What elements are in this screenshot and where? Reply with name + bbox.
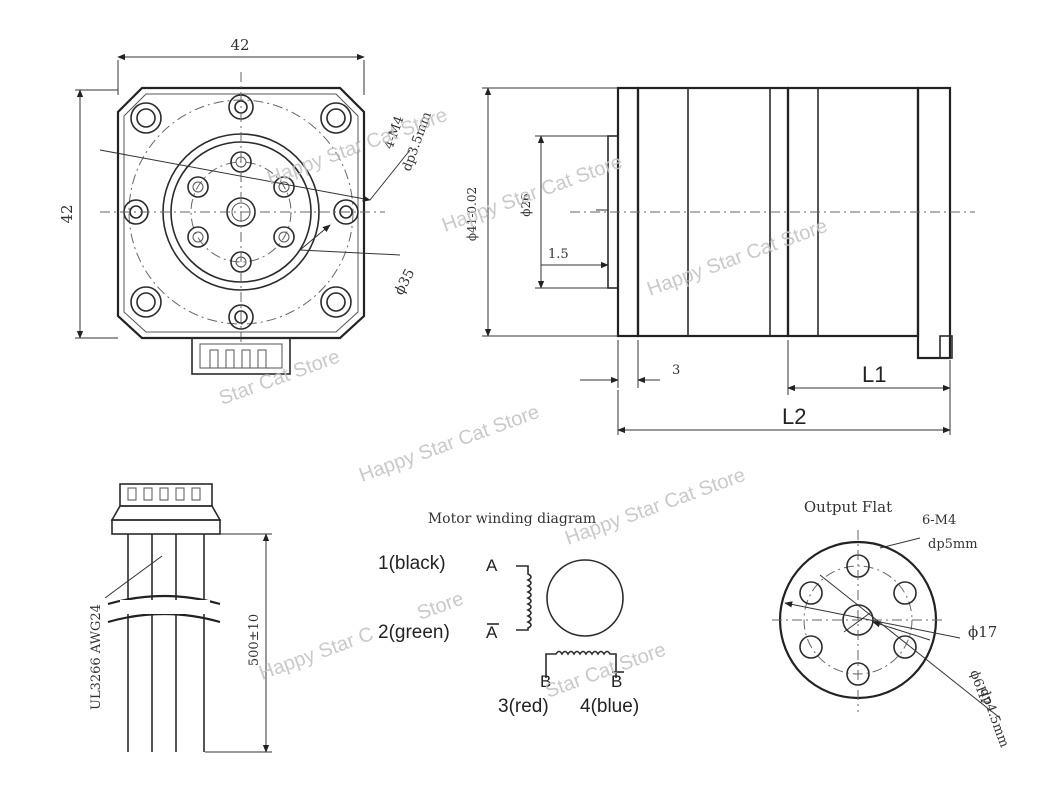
corner-mount-hole (320, 286, 352, 318)
face-hole (228, 304, 254, 330)
side-step-dim: 1.5 (548, 247, 569, 262)
phase-a-label: A (486, 556, 498, 575)
side-pilot-dim: ϕ41-0.02 (465, 187, 479, 241)
coil-a (516, 565, 532, 631)
corner-mount-hole (130, 286, 162, 318)
side-flange-dim: 3 (672, 363, 680, 378)
watermark: Star Cat Store (216, 346, 343, 410)
motor-face-outline (116, 86, 366, 340)
output-pcd-dim: ϕ17 (968, 623, 997, 641)
cable-view: UL3266 AWG24 500±10 (89, 483, 272, 753)
side-view: ϕ41-0.02 ϕ26 1.5 3 L1 L2 (465, 86, 975, 435)
output-hole (273, 176, 295, 198)
wire-3-label: 3(red) (498, 696, 549, 717)
watermark: Store (414, 588, 466, 625)
rotor (546, 559, 624, 637)
phase-a-bar-label: A (486, 623, 498, 642)
front-width-dim: 42 (230, 36, 249, 54)
side-gear-dim: ϕ26 (519, 193, 533, 216)
wire-1-label: 1(black) (378, 553, 446, 574)
side-l1-label: L1 (862, 362, 886, 387)
front-circle-dim: ϕ35 (391, 266, 418, 298)
corner-mount-hole (320, 102, 352, 134)
output-hole (187, 226, 209, 248)
output-flat: Output Flat 6-M4 dp5mm ϕ17 ϕ6H7 dp4.5mm (772, 498, 1012, 750)
output-hole-note-2: dp5mm (928, 537, 978, 552)
output-bore-dim-2: dp4.5mm (976, 686, 1011, 749)
watermark: Star Cat Store (542, 639, 669, 703)
winding-diagram: Motor winding diagram 1(black) 2(green) … (378, 511, 639, 717)
front-view: 42 42 (58, 36, 435, 375)
phase-b-bar-label: B (611, 672, 622, 691)
side-l2-label: L2 (782, 404, 806, 429)
watermark: Happy Star C (256, 623, 376, 685)
wire-2-label: 2(green) (378, 622, 450, 643)
connector (191, 337, 291, 375)
coil-b (545, 650, 617, 678)
watermark: Happy Star Cat Store (356, 401, 542, 487)
wire-4-label: 4(blue) (580, 696, 639, 717)
cable-spec: UL3266 AWG24 (89, 604, 104, 710)
output-hole-note-1: 6-M4 (922, 513, 956, 528)
cable-length-dim: 500±10 (247, 614, 262, 666)
phase-b-label: B (540, 672, 551, 691)
watermark: Happy Star Cat Store (644, 215, 830, 301)
winding-title: Motor winding diagram (428, 511, 596, 527)
output-hole (273, 226, 295, 248)
corner-mount-hole (130, 102, 162, 134)
front-height-dim: 42 (58, 204, 76, 223)
cable-connector (119, 483, 213, 507)
output-hole (187, 176, 209, 198)
output-flat-title: Output Flat (804, 498, 892, 516)
watermark: Happy Star Cat Store (562, 464, 748, 550)
